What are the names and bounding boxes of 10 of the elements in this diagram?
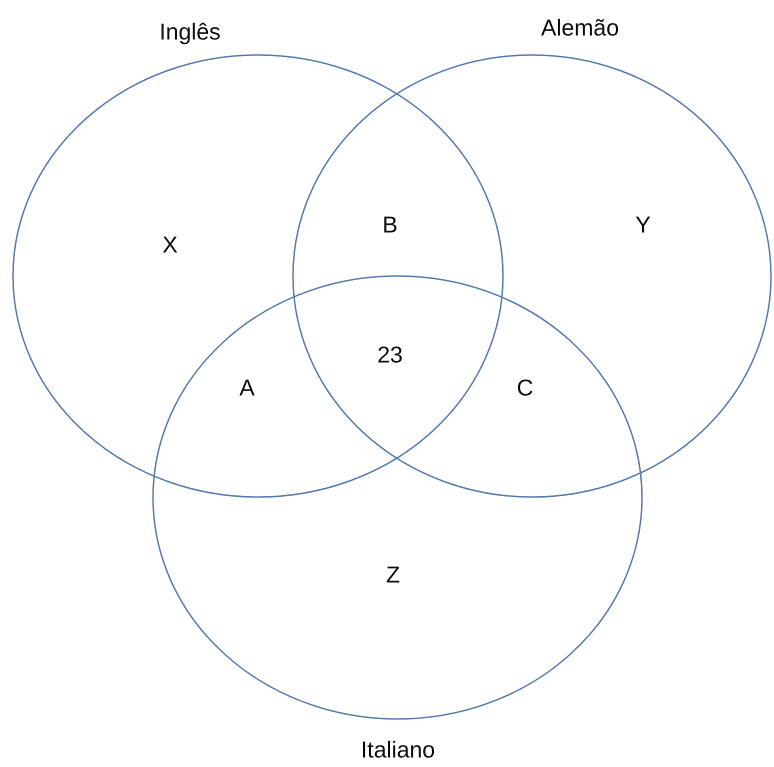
region-label: Y (635, 212, 651, 238)
set-label: Italiano (360, 736, 436, 764)
region-label: Z (386, 562, 400, 588)
region-label: C (516, 374, 534, 402)
region-label: X (162, 232, 178, 258)
region-label: B (382, 212, 398, 238)
region-label: A (239, 374, 255, 402)
region-label: 23 (377, 342, 403, 368)
set-label: Inglês (159, 18, 221, 46)
set-label: Alemão (541, 14, 619, 42)
